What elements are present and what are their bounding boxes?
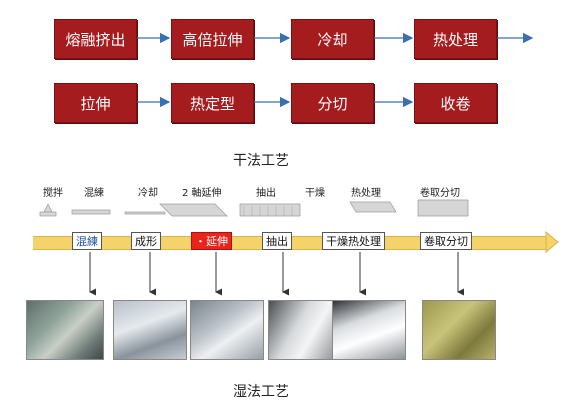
photo-stretching-machine: [190, 300, 264, 360]
mixer-base: [39, 211, 57, 217]
photo-drying-heat: [332, 300, 406, 360]
dry-flow-arrows: [137, 32, 534, 108]
biaxial-stretch-sketch: [159, 203, 228, 217]
dry-step-heat-setting: 热定型: [171, 83, 254, 123]
dry-step-label: 分切: [317, 94, 348, 113]
dry-step-label: 冷却: [317, 30, 348, 49]
wet-top-label: 混練: [84, 188, 104, 199]
photo-extraction: [268, 300, 342, 360]
dry-step-label: 热定型: [189, 94, 235, 113]
dry-step-winding: 收卷: [414, 83, 497, 123]
wet-top-label: 冷却: [138, 188, 158, 199]
dry-step-high-stretch: 高倍拉伸: [171, 19, 254, 59]
wet-top-label: 搅拌: [43, 188, 63, 199]
dry-step-label: 收卷: [440, 94, 471, 113]
band-label-forming: 成形: [131, 232, 161, 250]
wet-top-label: 热处理: [351, 188, 381, 199]
winding-sketch: [417, 199, 469, 217]
band-label-drying-heat: 干燥热处理: [322, 232, 385, 250]
wet-top-label: 抽出: [256, 188, 276, 199]
dry-step-label: 高倍拉伸: [182, 30, 243, 49]
photo-winding-slitting: [422, 300, 496, 360]
wet-down-arrows: [89, 252, 464, 296]
wet-top-label: 干燥: [305, 188, 325, 199]
dry-step-label: 热处理: [432, 30, 478, 49]
photo-kneading-equipment: [26, 300, 104, 360]
mixer-sketch: [43, 203, 53, 213]
dry-step-slitting: 分切: [291, 83, 374, 123]
wet-top-label: 2 軸延伸: [182, 188, 222, 199]
dry-step-stretch: 拉伸: [54, 83, 137, 123]
dry-step-cooling: 冷却: [291, 19, 374, 59]
dry-step-heat-treatment: 热处理: [414, 19, 497, 59]
band-label-extraction: 抽出: [262, 232, 292, 250]
dry-step-label: 熔融挤出: [65, 30, 126, 49]
band-arrow-tip: [545, 230, 559, 254]
photo-forming-roller: [113, 300, 187, 360]
band-label-kneading: 混練: [72, 232, 102, 250]
dry-step-label: 拉伸: [80, 94, 111, 113]
band-label-stretching: ・延伸: [191, 232, 232, 250]
cooling-sketch: [124, 211, 166, 215]
drying-sketch: [349, 201, 397, 213]
extraction-sketch: [239, 203, 301, 217]
dry-process-caption: 干法工艺: [233, 153, 289, 169]
dry-step-melt-extrusion: 熔融挤出: [54, 19, 137, 59]
band-label-winding-slitting: 卷取分切: [420, 232, 472, 250]
wet-process-caption: 湿法工艺: [233, 384, 289, 400]
wet-equipment-sketches: [39, 199, 469, 217]
kneader-sketch: [71, 209, 111, 215]
wet-top-label: 卷取分切: [420, 188, 460, 199]
